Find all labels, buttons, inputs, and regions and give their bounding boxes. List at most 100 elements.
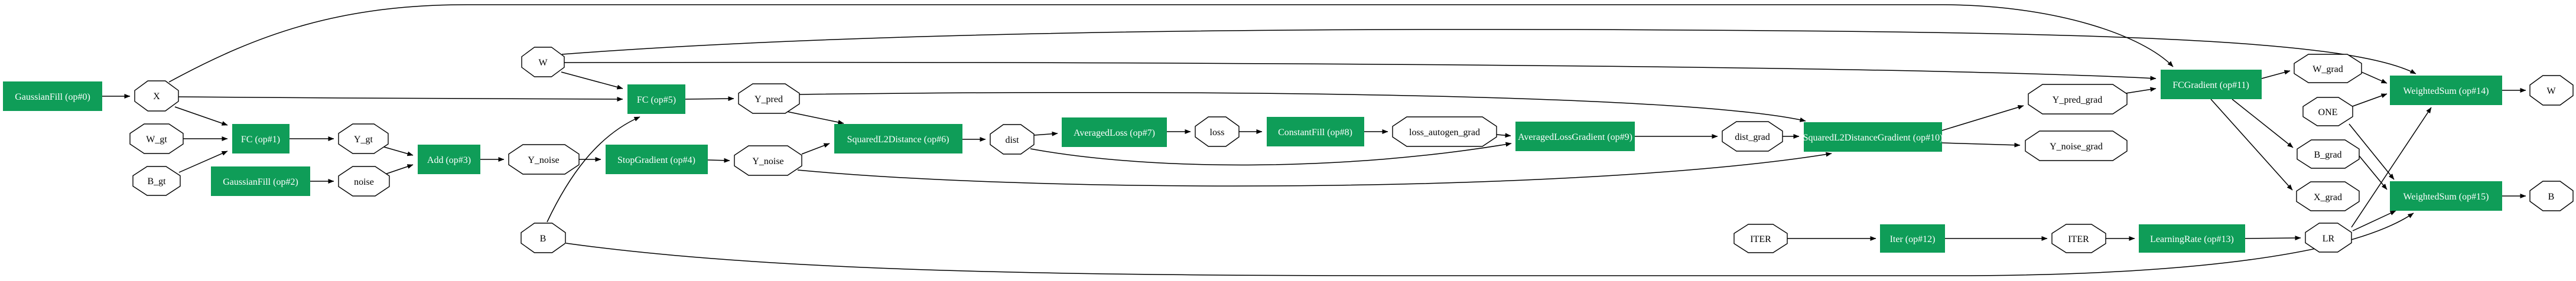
svg-text:GaussianFill (op#0): GaussianFill (op#0) xyxy=(15,92,90,102)
svg-text:ITER: ITER xyxy=(2068,234,2089,244)
svg-text:Add (op#3): Add (op#3) xyxy=(427,155,471,165)
svg-text:Iter (op#12): Iter (op#12) xyxy=(1890,234,1936,244)
svg-text:B_gt: B_gt xyxy=(147,177,166,187)
op-node-learningrate-13: LearningRate (op#13) xyxy=(2139,224,2245,253)
edge-bgrad-to-weightedsum15 xyxy=(2359,155,2388,190)
edge-b-to-fc5 xyxy=(547,116,640,223)
svg-text:B_grad: B_grad xyxy=(2314,150,2341,160)
svg-text:Y_gt: Y_gt xyxy=(354,135,373,145)
edge-wgrad-to-weightedsum14 xyxy=(2361,71,2388,84)
blob-node-y-noise-2: Y_noise xyxy=(734,145,802,176)
edge-ypredgrad-to-fcgradient11 xyxy=(2125,87,2157,94)
op-node-fcgradient-11: FCGradient (op#11) xyxy=(2161,70,2262,99)
edge-ygt-to-add3 xyxy=(383,146,414,156)
svg-text:SquaredL2DistanceGradient (op#: SquaredL2DistanceGradient (op#10) xyxy=(1803,133,1943,143)
svg-text:FCGradient (op#11): FCGradient (op#11) xyxy=(2172,80,2249,90)
svg-text:loss_autogen_grad: loss_autogen_grad xyxy=(1409,128,1480,138)
svg-text:B: B xyxy=(2548,192,2555,202)
op-node-squaredl2distance-6: SquaredL2Distance (op#6) xyxy=(834,124,962,153)
blob-node-dist: dist xyxy=(990,124,1035,155)
blob-node-dist-grad: dist_grad xyxy=(1722,121,1783,152)
blob-node-b-grad: B_grad xyxy=(2297,139,2360,169)
edge-fcgradient11-to-wgrad xyxy=(2261,70,2291,79)
blob-node-y-pred: Y_pred xyxy=(738,83,800,114)
svg-text:W_grad: W_grad xyxy=(2312,64,2343,74)
svg-text:FC (op#1): FC (op#1) xyxy=(241,135,280,145)
blob-node-w-grad: W_grad xyxy=(2294,54,2362,83)
svg-text:X: X xyxy=(153,92,160,102)
svg-text:StopGradient (op#4): StopGradient (op#4) xyxy=(617,155,695,165)
svg-text:B: B xyxy=(540,234,547,244)
svg-text:GaussianFill (op#2): GaussianFill (op#2) xyxy=(223,177,298,187)
op-node-squaredl2distancegradient-10: SquaredL2DistanceGradient (op#10) xyxy=(1803,122,1943,152)
edge-fcgradient11-to-xgrad xyxy=(2210,99,2293,191)
svg-text:Y_pred: Y_pred xyxy=(754,94,783,104)
blob-node-w-2: W xyxy=(2529,75,2574,106)
op-node-weightedsum-15: WeightedSum (op#15) xyxy=(2390,181,2502,211)
op-node-iter-12: Iter (op#12) xyxy=(1880,224,1945,253)
blob-node-b-gt: B_gt xyxy=(132,166,181,196)
edge-x-to-fc5 xyxy=(178,96,623,102)
edge-lr-to-weightedsum14 xyxy=(2351,107,2432,228)
edge-dist-to-avglossgrad9 xyxy=(1030,142,1512,166)
blob-node-iter-1: ITER xyxy=(1733,224,1788,253)
blob-node-lr: LR xyxy=(2305,223,2352,253)
edge-ynoise2-to-sql2dgrad10 xyxy=(797,152,1832,187)
edge-sql2dgrad10-to-ynoisegrad xyxy=(1941,142,2021,148)
svg-text:W_gt: W_gt xyxy=(146,135,167,145)
blob-node-noise: noise xyxy=(338,166,390,197)
blob-node-one: ONE xyxy=(2302,97,2353,126)
edge-dist-to-averagedloss7 xyxy=(1033,131,1058,136)
blob-node-y-noise-1: Y_noise xyxy=(508,144,580,175)
blob-node-iter-2: ITER xyxy=(2051,224,2106,253)
svg-text:Y_noise: Y_noise xyxy=(528,155,559,165)
op-node-gaussianfill-0: GaussianFill (op#0) xyxy=(3,81,102,111)
svg-text:Y_pred_grad: Y_pred_grad xyxy=(2053,95,2102,105)
edge-bgt-to-fc1 xyxy=(178,151,228,173)
edge-stopgradient4-to-ynoise2 xyxy=(707,158,730,163)
svg-text:FC (op#5): FC (op#5) xyxy=(637,95,676,105)
svg-text:AveragedLossGradient (op#9): AveragedLossGradient (op#9) xyxy=(1518,132,1632,142)
operator-nodes: GaussianFill (op#0) FC (op#1) GaussianFi… xyxy=(3,70,2502,253)
op-node-stopgradient-4: StopGradient (op#4) xyxy=(606,145,708,174)
edge-b-to-weightedsum15 xyxy=(565,213,2414,276)
edge-fcgradient11-to-bgrad xyxy=(2232,99,2294,148)
svg-text:Y_noise: Y_noise xyxy=(752,156,783,166)
svg-text:ONE: ONE xyxy=(2318,107,2338,117)
edge-x-to-fcgradient11 xyxy=(168,4,2174,83)
svg-text:AveragedLoss (op#7): AveragedLoss (op#7) xyxy=(1074,128,1155,138)
svg-text:SquaredL2Distance (op#6): SquaredL2Distance (op#6) xyxy=(847,135,949,145)
edge-ynoise2-to-sql2d6 xyxy=(801,143,830,155)
svg-text:WeightedSum (op#15): WeightedSum (op#15) xyxy=(2403,192,2489,202)
op-node-add-3: Add (op#3) xyxy=(418,145,480,174)
blob-node-w-gt: W_gt xyxy=(129,123,184,154)
svg-text:Y_noise_grad: Y_noise_grad xyxy=(2050,142,2103,152)
svg-text:W: W xyxy=(538,58,548,68)
edge-w-to-fc5 xyxy=(561,71,623,90)
svg-text:X_grad: X_grad xyxy=(2314,192,2342,202)
edge-noise-to-add3 xyxy=(385,164,414,175)
op-node-constantfill-8: ConstantFill (op#8) xyxy=(1267,117,1364,146)
op-node-weightedsum-14: WeightedSum (op#14) xyxy=(2390,76,2502,105)
edge-ypred-to-sql2dgrad10 xyxy=(799,92,1806,122)
svg-text:ITER: ITER xyxy=(1750,234,1771,244)
svg-text:LearningRate (op#13): LearningRate (op#13) xyxy=(2150,234,2234,244)
op-node-averagedlossgradient-9: AveragedLossGradient (op#9) xyxy=(1515,122,1635,151)
edge-one-to-weightedsum15 xyxy=(2349,123,2395,180)
blob-node-w-1: W xyxy=(521,47,565,77)
edge-one-to-weightedsum14 xyxy=(2352,93,2388,107)
edge-w-to-fcgradient11 xyxy=(564,61,2157,81)
op-node-fc-1: FC (op#1) xyxy=(232,124,290,153)
edge-w-to-weightedsum14 xyxy=(561,29,2416,74)
edge-ypred-to-sql2d6 xyxy=(786,111,844,125)
blob-nodes: X W_gt B_gt Y_gt noise Y_noise W B Y_noi… xyxy=(129,47,2574,253)
svg-text:dist: dist xyxy=(1005,135,1019,145)
blob-node-y-gt: Y_gt xyxy=(338,123,389,154)
svg-text:dist_grad: dist_grad xyxy=(1735,132,1770,142)
blob-node-b-1: B xyxy=(521,223,566,253)
edge-sql2dgrad10-to-ypredgrad xyxy=(1941,104,2024,131)
edge-x-to-fc1 xyxy=(174,106,228,126)
svg-text:noise: noise xyxy=(354,177,374,187)
